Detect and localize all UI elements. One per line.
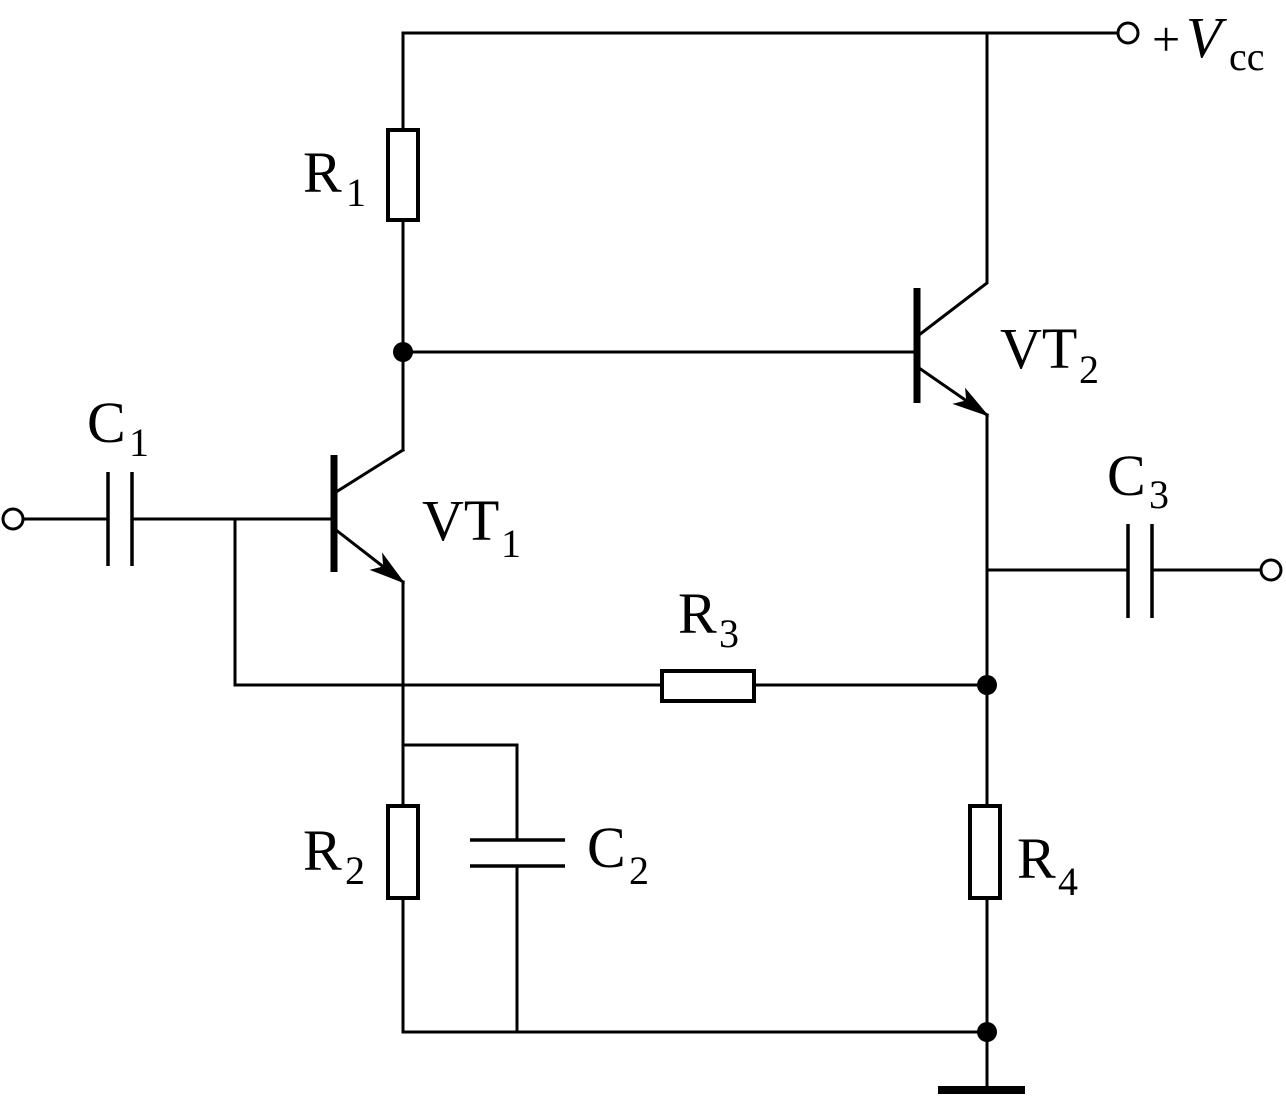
vt1-collector-lead [333, 447, 406, 495]
label-r2-main: R [303, 818, 342, 883]
label-c1-main: C [87, 390, 126, 455]
resistor-r1 [386, 128, 420, 222]
label-r3-sub: 3 [719, 611, 739, 656]
label-vcc-main: V [1186, 5, 1228, 70]
label-r1: R 1 [303, 140, 366, 215]
label-vcc: + V cc [1152, 5, 1265, 79]
vt2-collector-lead [916, 31, 989, 338]
vt2-emitter-arrow-icon [952, 387, 990, 417]
label-c2-main: C [587, 815, 626, 880]
label-vt1-sub: 1 [501, 521, 521, 566]
label-r1-sub: 1 [346, 170, 366, 215]
vcc-terminal [1116, 21, 1140, 45]
label-c2: C 2 [587, 815, 649, 893]
label-vt2-sub: 2 [1079, 347, 1099, 392]
resistor-r4 [968, 804, 1002, 900]
label-vcc-sub: cc [1229, 34, 1265, 79]
label-r2-sub: 2 [345, 848, 365, 893]
junction-dot-ground [977, 1022, 997, 1042]
label-r2: R 2 [303, 818, 365, 893]
label-vt1: VT 1 [422, 488, 521, 566]
feedback-wire-left [233, 517, 664, 687]
label-vt1-main: VT [422, 488, 499, 553]
label-c1: C 1 [87, 390, 149, 465]
label-r1-main: R [303, 140, 342, 205]
junction-dot-feedback [977, 675, 997, 695]
label-c3-sub: 3 [1149, 472, 1169, 517]
label-r4-sub: 4 [1058, 859, 1078, 904]
resistor-r3 [660, 669, 756, 703]
output-terminal [1259, 558, 1283, 582]
transistor-vt1 [330, 447, 406, 585]
label-c3-main: C [1107, 443, 1146, 508]
c2-top-wire [401, 743, 519, 842]
label-vcc-prefix: + [1152, 11, 1180, 67]
transistor-vt2 [913, 31, 990, 418]
vt1-emitter-arrow-icon [369, 552, 406, 584]
label-r4: R 4 [1017, 826, 1078, 904]
label-r3: R 3 [678, 581, 739, 656]
label-vt2-main: VT [1000, 316, 1077, 381]
resistor-r2 [386, 804, 420, 900]
label-r3-main: R [678, 581, 717, 646]
label-c2-sub: 2 [629, 848, 649, 893]
label-vt2: VT 2 [1000, 316, 1099, 392]
ground-return-wire [401, 896, 989, 1034]
input-terminal [1, 507, 25, 531]
label-r4-main: R [1017, 826, 1056, 891]
label-c1-sub: 1 [129, 420, 149, 465]
label-c3: C 3 [1107, 443, 1169, 517]
